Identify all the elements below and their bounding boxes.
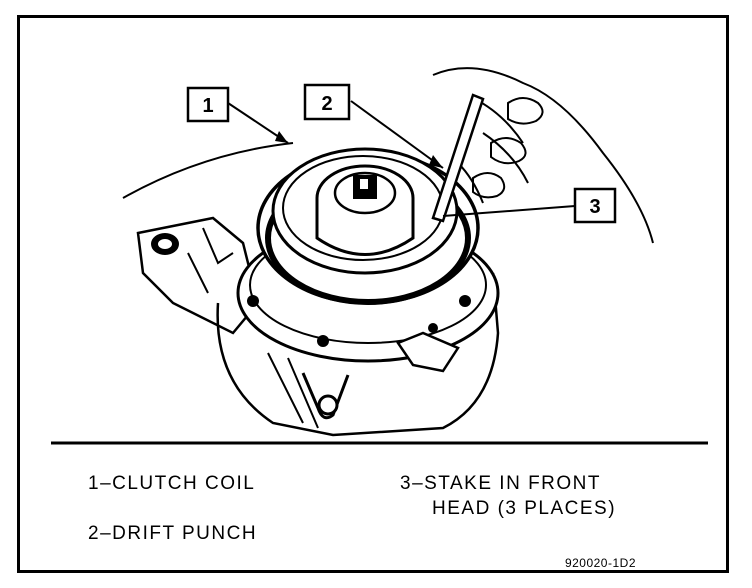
hand-outline (432, 67, 654, 244)
callout-2: 2 (321, 93, 332, 115)
hand-fingers (472, 97, 544, 199)
compressor-illustration: 1 2 3 (51, 67, 708, 445)
callout-box-1 (186, 86, 230, 123)
legend-item-2: 2–DRIFT PUNCH (88, 523, 258, 544)
mounting-ear (136, 216, 260, 335)
figure-id: 920020-1D2 (564, 556, 636, 570)
callout-box-3 (573, 187, 617, 224)
callout-1: 1 (202, 95, 213, 117)
leader-2 (350, 100, 444, 169)
legend-item-1: 1–CLUTCH COIL (88, 473, 256, 494)
legend-item-3-line2: HEAD (3 PLACES) (432, 498, 617, 519)
compressor-body (216, 272, 500, 437)
background-line (122, 142, 294, 199)
legend-item-3-line1: 3–STAKE IN FRONT (400, 473, 602, 494)
leader-3 (442, 205, 576, 217)
callout-box-2 (303, 83, 351, 121)
callout-3: 3 (589, 196, 600, 218)
figure-frame: 1 2 3 1–CLUTCH COIL 2–DRIFT PUNCH 3–STAK… (17, 15, 729, 573)
drift-punch (431, 93, 485, 223)
